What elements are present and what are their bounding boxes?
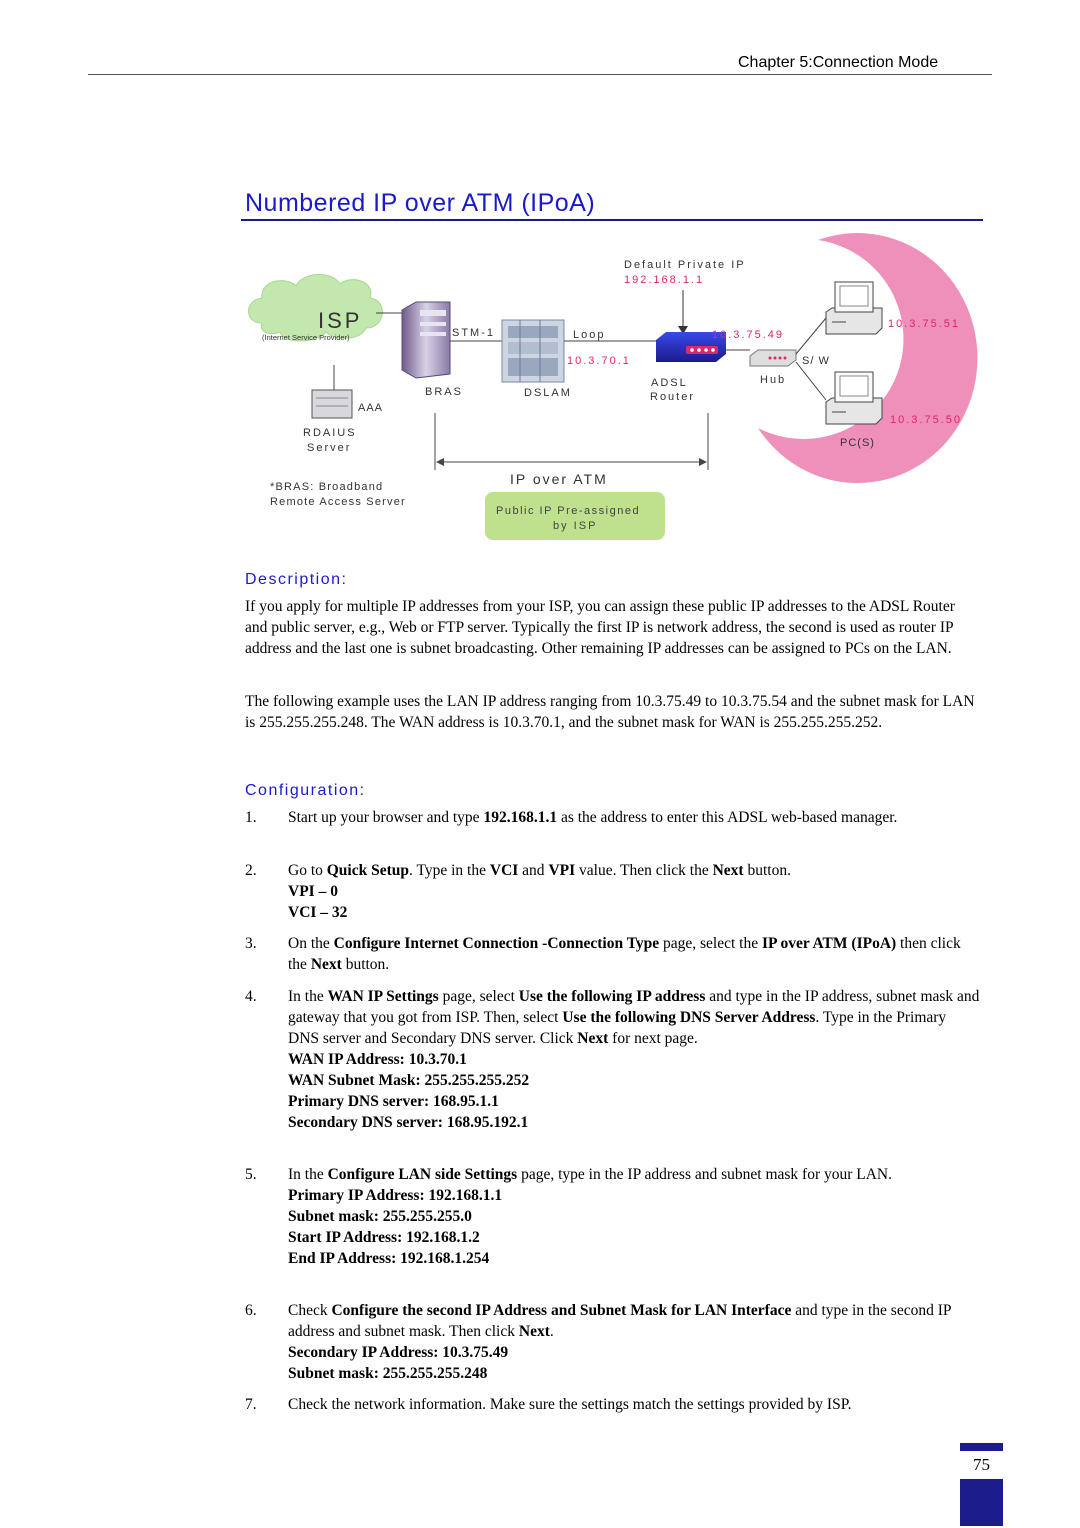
step-number: 6. — [245, 1302, 257, 1319]
primary-dns: Primary DNS server: 168.95.1.1 — [288, 1093, 499, 1110]
config-step-4: 4. In the WAN IP Settings page, select U… — [245, 988, 980, 1131]
step-number: 7. — [245, 1396, 257, 1413]
config-step-7: 7. Check the network information. Make s… — [245, 1396, 852, 1413]
step-number: 5. — [245, 1166, 257, 1183]
aaa-label: AAA — [358, 402, 383, 414]
vpi-value: VPI – 0 — [288, 883, 338, 900]
secondary-dns: Secondary DNS server: 168.95.192.1 — [288, 1114, 529, 1131]
section-title: Numbered IP over ATM (IPoA) — [245, 189, 596, 217]
pc-2-ip: 10.3.75.50 — [890, 414, 962, 426]
radius-label: RDAIUS — [303, 427, 357, 439]
config-step-2: 2. Go to Quick Setup. Type in the VCI an… — [245, 860, 980, 923]
pcs-label: PC(S) — [840, 437, 875, 449]
sw-label: S/ W — [802, 355, 830, 367]
config-step-3: 3. On the Configure Internet Connection … — [245, 935, 961, 973]
pc-1-icon — [825, 281, 883, 335]
stm-label: STM-1 — [452, 327, 495, 339]
chapter-header: Chapter 5:Connection Mode — [738, 54, 939, 71]
aaa-server-icon — [311, 389, 353, 419]
bras-note-2: Remote Access Server — [270, 496, 406, 508]
title-rule — [241, 219, 983, 221]
adsl-router-icon — [656, 332, 726, 362]
wan-subnet-mask: WAN Subnet Mask: 255.255.255.252 — [288, 1072, 530, 1089]
bras-label: BRAS — [425, 386, 463, 398]
network-diagram: ISP (Internet Service Provider) AAA RDAI… — [248, 233, 978, 540]
wan-ip-address: WAN IP Address: 10.3.70.1 — [288, 1051, 467, 1068]
public-ip-line-1: Public IP Pre-assigned — [496, 505, 640, 517]
isp-cloud — [248, 274, 383, 342]
pc-2-icon — [825, 371, 883, 425]
config-step-6: 6. Check Configure the second IP Address… — [245, 1300, 980, 1384]
configuration-heading: Configuration: — [245, 782, 366, 799]
radius-server-label: Server — [307, 442, 351, 454]
end-ip-address: End IP Address: 192.168.1.254 — [288, 1250, 490, 1267]
config-step-1: 1. Start up your browser and type 192.16… — [245, 809, 898, 826]
config-step-5: 5. In the Configure LAN side Settings pa… — [245, 1164, 980, 1269]
description-paragraph-2: The following example uses the LAN IP ad… — [245, 693, 975, 731]
hub-icon — [749, 349, 797, 367]
wan-ip-label: 10.3.70.1 — [567, 355, 631, 367]
dslam-label: DSLAM — [524, 387, 572, 399]
lan-ip-label: 10.3.75.49 — [712, 329, 784, 341]
isp-sub-label: (Internet Service Provider) — [262, 333, 350, 342]
loop-label: Loop — [573, 329, 605, 341]
router-label-1: ADSL — [651, 377, 688, 389]
bras-server-icon — [401, 301, 451, 379]
step-number: 1. — [245, 809, 257, 826]
dslam-rack-icon — [501, 319, 565, 383]
lan-ring — [758, 233, 978, 484]
bras-note-1: *BRAS: Broadband — [270, 481, 383, 493]
primary-ip-address: Primary IP Address: 192.168.1.1 — [288, 1187, 503, 1204]
isp-label: ISP — [318, 308, 362, 333]
step-number: 4. — [245, 988, 257, 1005]
public-ip-line-2: by ISP — [553, 520, 597, 532]
start-ip-address: Start IP Address: 192.168.1.2 — [288, 1229, 480, 1246]
hub-label: Hub — [760, 374, 786, 386]
secondary-subnet-mask: Subnet mask: 255.255.255.248 — [288, 1365, 488, 1382]
public-ip-box — [485, 492, 665, 540]
default-ip-value: 192.168.1.1 — [624, 274, 704, 286]
default-ip-caption: Default Private IP — [624, 259, 746, 271]
page-number: 75 — [960, 1451, 1003, 1479]
header-rule — [88, 74, 992, 75]
step-number: 2. — [245, 862, 257, 879]
description-heading: Description: — [245, 571, 348, 588]
description-paragraph-1: If you apply for multiple IP addresses f… — [245, 598, 955, 657]
step-number: 3. — [245, 935, 257, 952]
pc-1-ip: 10.3.75.51 — [888, 318, 960, 330]
secondary-ip-address: Secondary IP Address: 10.3.75.49 — [288, 1344, 509, 1361]
page-number-box: 75 — [960, 1443, 1003, 1526]
ipoa-label: IP over ATM — [510, 471, 608, 487]
router-label-2: Router — [650, 391, 695, 403]
vci-value: VCI – 32 — [288, 904, 348, 921]
lan-subnet-mask: Subnet mask: 255.255.255.0 — [288, 1208, 472, 1225]
